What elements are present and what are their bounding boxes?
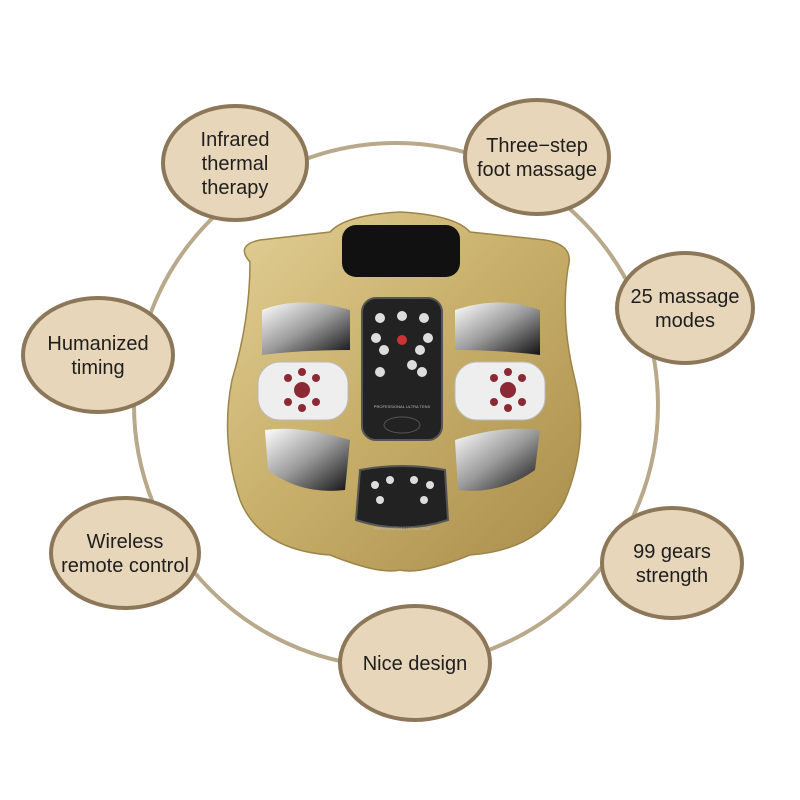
feature-label: foot massage bbox=[477, 159, 597, 181]
bubble-shape bbox=[615, 251, 755, 365]
right-heel-plate bbox=[455, 428, 540, 491]
bubble-shape bbox=[600, 506, 744, 620]
feature-label: remote control bbox=[61, 555, 189, 577]
feature-label: Infrared bbox=[201, 129, 270, 151]
panel-brand-text: PROFESSIONAL ULTRA TENS bbox=[374, 404, 431, 409]
feature-label: Humanized bbox=[47, 333, 148, 355]
feature-label: Three−step bbox=[486, 135, 588, 157]
feature-label: strength bbox=[636, 565, 708, 587]
left-heel-plate bbox=[265, 428, 350, 491]
left-toe-plate bbox=[262, 302, 350, 355]
feature-label: 99 gears bbox=[633, 541, 711, 563]
feature-bubble-design: Nice design bbox=[338, 604, 492, 722]
bubble-shape bbox=[49, 496, 201, 610]
lower-panel-brand-text: PROFESSIONAL ULTRA TENS bbox=[374, 526, 431, 531]
lower-control-panel bbox=[354, 465, 450, 529]
bubble-shape bbox=[21, 296, 175, 414]
right-heat-pad bbox=[454, 361, 546, 421]
feature-label: thermal bbox=[202, 153, 269, 175]
right-toe-plate bbox=[455, 302, 540, 355]
feature-label: 25 massage bbox=[631, 286, 740, 308]
control-panel bbox=[361, 297, 443, 441]
feature-label: timing bbox=[71, 357, 124, 379]
feature-label: Nice design bbox=[363, 653, 468, 675]
bubble-shape bbox=[338, 604, 492, 722]
feature-label: modes bbox=[655, 310, 715, 332]
bubble-shape bbox=[463, 98, 611, 216]
feature-label: therapy bbox=[202, 177, 269, 199]
display-window bbox=[342, 225, 460, 277]
massager-device: PROFESSIONAL ULTRA TENS PROFESSIONAL ULT… bbox=[226, 211, 582, 572]
feature-label: Wireless bbox=[87, 531, 164, 553]
bubble-shape bbox=[161, 104, 309, 222]
